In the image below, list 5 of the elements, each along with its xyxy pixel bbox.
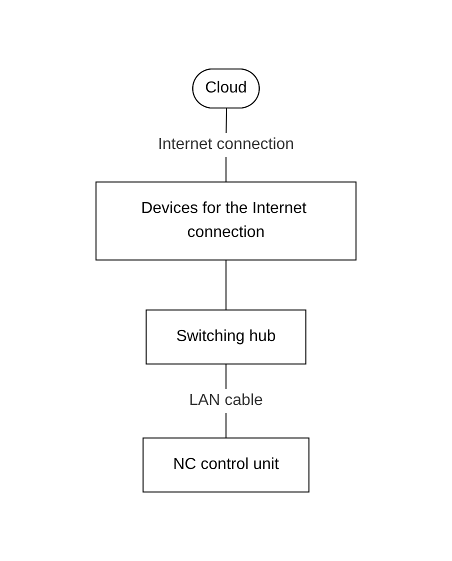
node-box: Switching hub [146,310,306,364]
edge-label: Internet connection [158,136,294,153]
node-box: Devices for the Internet connection [96,182,356,260]
edge-label: LAN cable [189,392,263,409]
node-box: NC control unit [142,438,310,492]
